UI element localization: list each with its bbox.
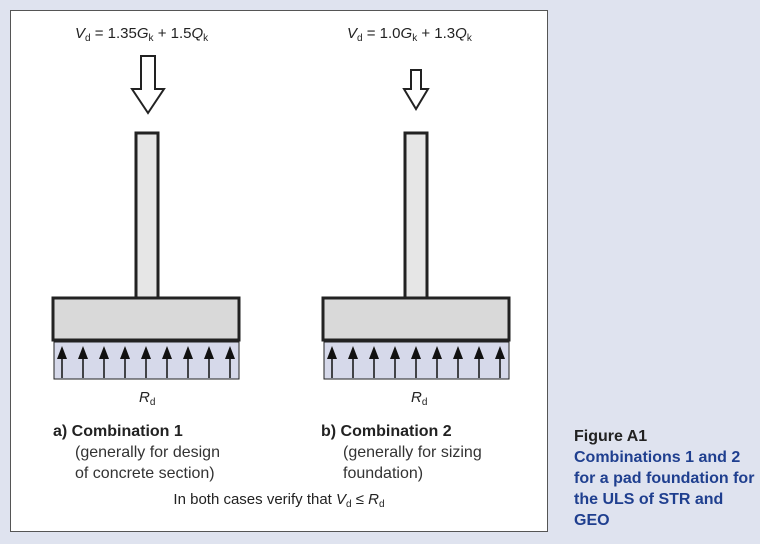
pressure-arrow-b-head-1	[327, 346, 337, 359]
pressure-arrow-a-head-1	[57, 346, 67, 359]
load-arrow-a	[130, 55, 166, 115]
caption-b-line-2: foundation)	[343, 465, 424, 482]
pressure-arrow-b-head-4	[390, 346, 400, 359]
caption-a-line-2: of concrete section)	[75, 465, 215, 482]
reaction-label-b: Rd	[411, 389, 428, 408]
pressure-arrow-a-head-4	[120, 346, 130, 359]
pressure-arrow-a-head-7	[183, 346, 193, 359]
pressure-arrow-a-head-2	[78, 346, 88, 359]
footing-a	[51, 296, 241, 342]
equation-a: Vd = 1.35Gk + 1.5Qk	[75, 25, 209, 44]
reaction-label-a: Rd	[139, 389, 156, 408]
pressure-arrow-a-head-3	[99, 346, 109, 359]
caption-a-title: a) Combination 1	[53, 423, 183, 440]
pressure-arrow-b-head-2	[348, 346, 358, 359]
footing-b	[321, 296, 511, 342]
pressure-arrow-b-head-5	[411, 346, 421, 359]
load-arrow-b	[402, 69, 430, 111]
figure-caption: Figure A1 Combinations 1 and 2 for a pad…	[574, 426, 758, 531]
pressure-arrows-b	[327, 346, 505, 378]
foundation-diagram	[51, 55, 511, 380]
pressure-arrow-b-head-3	[369, 346, 379, 359]
caption-b-title: b) Combination 2	[321, 423, 452, 440]
diagram-panel: Vd = 1.35Gk + 1.5Qk Vd = 1.0Gk + 1.3Qk R…	[10, 10, 548, 532]
column-b	[403, 131, 429, 303]
caption-b: b) Combination 2 (generally for sizing f…	[321, 421, 482, 484]
pressure-arrow-a-head-9	[225, 346, 235, 359]
column-a	[134, 131, 160, 303]
caption-b-line-1: (generally for sizing	[343, 444, 482, 461]
pressure-arrow-b-head-7	[453, 346, 463, 359]
verify-statement: In both cases verify that Vd ≤ Rd	[173, 491, 385, 510]
pressure-arrow-a-head-6	[162, 346, 172, 359]
figure-text: Combinations 1 and 2 for a pad foundatio…	[574, 449, 755, 529]
pressure-arrow-a-head-8	[204, 346, 214, 359]
pressure-arrow-b-head-6	[432, 346, 442, 359]
caption-a: a) Combination 1 (generally for design o…	[53, 421, 220, 484]
caption-a-line-1: (generally for design	[75, 444, 220, 461]
pressure-arrow-b-head-9	[495, 346, 505, 359]
figure-label: Figure A1	[574, 428, 648, 445]
pressure-arrow-b-head-8	[474, 346, 484, 359]
equation-b: Vd = 1.0Gk + 1.3Qk	[347, 25, 472, 44]
pressure-arrow-a-head-5	[141, 346, 151, 359]
pressure-arrows-a	[57, 346, 235, 378]
